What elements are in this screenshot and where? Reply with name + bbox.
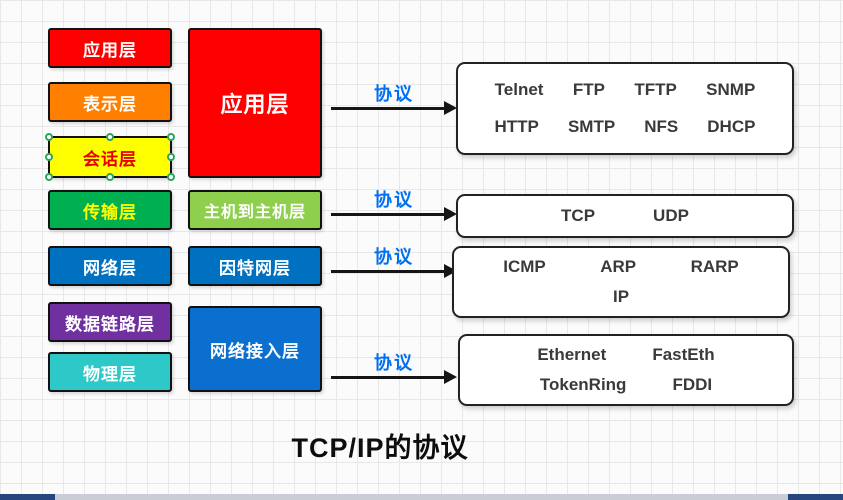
tcpip-layer-host-to-host: 主机到主机层 [188, 190, 322, 230]
protocol-item: HTTP [494, 116, 539, 136]
osi-layer-transport-label: 传输层 [83, 202, 137, 222]
protocol-item: TokenRing [539, 374, 627, 394]
protocol-item: TCP [561, 206, 596, 225]
diagram-title: TCP/IP的协议 [291, 433, 469, 463]
osi-layer-application: 应用层 [48, 28, 172, 68]
protocol-item: SMTP [567, 116, 616, 136]
arrow-head-icon [444, 370, 457, 384]
protocol-item: UDP [653, 206, 689, 225]
protocol-item: Ethernet [537, 345, 607, 365]
protocol-item: ARP [600, 257, 637, 277]
protocol-arrow-internet: 协议 [331, 245, 457, 287]
arrow-head-icon [444, 101, 457, 115]
arrow-shaft [331, 213, 446, 216]
protocol-row: Ethernet FastEth [460, 345, 792, 365]
protocol-item: SNMP [706, 80, 756, 100]
selection-handle[interactable] [167, 173, 175, 181]
protocol-row: IP [454, 287, 788, 307]
protocol-row: TokenRing FDDI [460, 375, 792, 395]
protocol-arrow-label: 协议 [374, 84, 414, 104]
protocol-item: IP [612, 286, 630, 306]
protocol-arrow-application: 协议 [331, 82, 457, 124]
protocol-arrow-transport: 协议 [331, 188, 457, 230]
protocol-arrow-label: 协议 [374, 190, 414, 210]
protocol-arrow-network-access: 协议 [331, 351, 457, 393]
protocol-item: FDDI [672, 374, 713, 394]
osi-layer-session: 会话层 [45, 133, 175, 181]
protocol-item: RARP [690, 257, 739, 277]
protocol-row: ICMP ARP RARP [454, 257, 788, 277]
selection-handle[interactable] [106, 133, 114, 141]
osi-layer-network-label: 网络层 [83, 258, 137, 278]
protocol-arrow-label: 协议 [374, 353, 414, 373]
tcpip-layer-host-to-host-label: 主机到主机层 [203, 204, 306, 221]
osi-layer-presentation: 表示层 [48, 82, 172, 122]
osi-layer-datalink-label: 数据链路层 [65, 314, 155, 334]
osi-layer-network: 网络层 [48, 246, 172, 286]
selection-handle[interactable] [45, 153, 53, 161]
osi-layer-presentation-label: 表示层 [83, 94, 137, 114]
protocol-box-network-access: Ethernet FastEth TokenRing FDDI [458, 334, 794, 406]
osi-layer-transport: 传输层 [48, 190, 172, 230]
tcpip-layer-network-access: 网络接入层 [188, 306, 322, 392]
protocol-arrow-label: 协议 [374, 247, 414, 267]
arrow-shaft [331, 376, 446, 379]
protocol-item: NFS [644, 116, 679, 136]
tcpip-layer-application-label: 应用层 [220, 92, 290, 117]
tcpip-layer-application: 应用层 [188, 28, 322, 178]
protocol-box-application: Telnet FTP TFTP SNMP HTTP SMTP NFS DHCP [456, 62, 794, 155]
protocol-item: FastEth [652, 345, 715, 365]
bottom-edge-strip [0, 494, 843, 500]
arrow-shaft [331, 270, 446, 273]
tcpip-layer-internet-label: 因特网层 [219, 258, 291, 278]
tcpip-layer-internet: 因特网层 [188, 246, 322, 286]
osi-layer-session-label: 会话层 [83, 149, 137, 169]
selection-handle[interactable] [106, 173, 114, 181]
protocol-item: TFTP [634, 80, 677, 100]
protocol-row: HTTP SMTP NFS DHCP [458, 117, 792, 137]
osi-layer-datalink: 数据链路层 [48, 302, 172, 342]
osi-layer-physical-label: 物理层 [83, 364, 137, 384]
selection-handle[interactable] [167, 133, 175, 141]
osi-layer-application-label: 应用层 [83, 40, 137, 60]
selection-handle[interactable] [167, 153, 175, 161]
protocol-row: TCP UDP [458, 206, 792, 226]
protocol-item: ICMP [503, 257, 546, 277]
arrow-shaft [331, 107, 446, 110]
arrow-head-icon [444, 207, 457, 221]
protocol-item: FTP [572, 80, 605, 100]
tcpip-layer-network-access-label: 网络接入层 [210, 341, 300, 361]
selection-handle[interactable] [45, 173, 53, 181]
protocol-item: Telnet [494, 80, 544, 100]
selection-handle[interactable] [45, 133, 53, 141]
osi-layer-physical: 物理层 [48, 352, 172, 392]
protocol-row: Telnet FTP TFTP SNMP [458, 80, 792, 100]
protocol-box-transport: TCP UDP [456, 194, 794, 238]
protocol-item: DHCP [707, 116, 756, 136]
protocol-box-internet: ICMP ARP RARP IP [452, 246, 790, 318]
